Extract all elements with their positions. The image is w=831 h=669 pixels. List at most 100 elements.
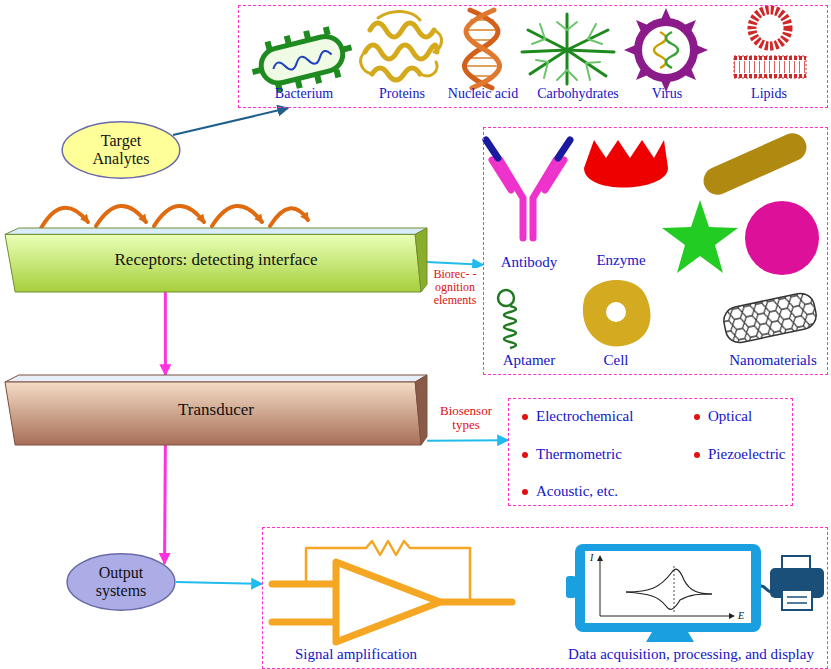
interaction-arcs — [40, 206, 308, 230]
protein-icon-part — [434, 30, 442, 52]
bacterium-icon-part-part — [343, 45, 352, 53]
lipid-icon-part — [734, 56, 806, 60]
computer-display-part — [674, 566, 675, 612]
bacterium-icon-part — [272, 50, 333, 74]
carbohydrate-icon-part-part — [566, 14, 569, 50]
analyte-ellipse: Target Analytes — [61, 120, 181, 180]
nanomaterial-icons-part — [745, 201, 819, 275]
item-label: Optical — [708, 408, 752, 425]
virus-icon-part — [624, 8, 708, 92]
interaction-arcs-part — [270, 208, 308, 226]
text-holder: Receptors: detecting interface — [5, 228, 427, 292]
bacterium-icon-part — [260, 36, 343, 84]
item-label: Enzyme — [596, 252, 645, 269]
carbohydrate-icon-part-part — [528, 30, 567, 50]
text-holder: Target Analytes — [61, 120, 181, 180]
amplifier-symbol — [272, 541, 512, 642]
carbohydrate-icon-part-part — [567, 22, 577, 30]
carbohydrate-icon-part-part — [567, 30, 608, 50]
bullet-dots-part — [522, 489, 528, 495]
output-ellipse: Output systems — [66, 552, 176, 612]
nanomaterial-icons-part — [721, 291, 818, 345]
slab-side — [415, 228, 427, 292]
ellipse-label: Output systems — [86, 564, 156, 601]
computer-display-part — [585, 551, 751, 623]
antibody-icon-part — [492, 160, 511, 190]
amplifier-symbol-part — [336, 562, 440, 642]
carbohydrate-icon-part-part — [540, 24, 545, 39]
printer-icon-part — [787, 596, 807, 598]
computer-display-part — [626, 592, 712, 609]
receptor-layer: Receptors: detecting interface — [5, 228, 427, 292]
cell-icon — [583, 280, 651, 347]
enzyme-icon — [584, 140, 668, 188]
antibody-icon-part — [545, 160, 564, 190]
protein-icon — [361, 11, 442, 80]
item-label: Proteins — [379, 86, 425, 102]
aptamer-icon — [498, 290, 516, 348]
bullet-dots — [522, 414, 700, 495]
lipid-icon-part — [752, 10, 788, 46]
nucleic-acid-icon — [464, 10, 499, 88]
printer-icon-part — [782, 590, 812, 610]
analyte-panel: Bacterium Proteins Nucleic acid Carbohydrat… — [238, 5, 828, 108]
lipid-icon-part — [734, 56, 806, 78]
carbohydrate-icon-part-part — [544, 62, 548, 78]
item-label: Nanomaterials — [729, 352, 816, 369]
item-label: Bacterium — [275, 86, 333, 102]
item-label: Virus — [652, 86, 682, 102]
amplifier-symbol-part — [272, 619, 336, 626]
ellipse-label: Target Analytes — [78, 132, 164, 169]
bacterium-icon-part-part — [314, 75, 322, 84]
slab-front — [5, 234, 421, 292]
bacterium-icon-part-part — [265, 41, 273, 50]
interaction-arcs-part — [96, 206, 146, 226]
computer-display-part — [566, 576, 576, 598]
nucleic-acid-icon-part-part — [471, 57, 493, 59]
item-label: Data acquisition, processing, and displa… — [568, 646, 814, 663]
bacterium-icon-part — [254, 30, 349, 90]
antibody-icon-part — [558, 140, 570, 158]
layer-label: Transducer — [178, 400, 254, 420]
carbohydrate-icon-part — [522, 14, 614, 84]
lipid-icon-part — [734, 61, 806, 67]
virus-icon-part — [654, 32, 666, 68]
nanomaterial-icons-part — [662, 200, 738, 273]
carbohydrate-icon-part — [532, 22, 602, 80]
interaction-arcs-part — [212, 206, 262, 226]
connector-arrow — [164, 292, 167, 375]
carbohydrate-icon-part-part — [557, 22, 567, 30]
printer-icon — [761, 556, 824, 610]
carbohydrate-icon-part-part — [586, 63, 590, 80]
item-label: Piezoelectric — [708, 446, 785, 463]
ellipse-shape — [62, 122, 180, 178]
biosensor-type-panel: ElectrochemicalOpticalThermometricPiezoe… — [508, 398, 793, 506]
computer-display-part — [600, 558, 601, 616]
bacterium-icon-part-part — [303, 30, 311, 39]
edge-label: Biorec- -ognition elements — [428, 268, 482, 308]
item-label: Nucleic acid — [448, 86, 518, 102]
cell-icon-part — [606, 302, 626, 322]
axis-label: E — [738, 610, 744, 621]
item-label: Carbohydrates — [537, 86, 619, 102]
nucleic-acid-icon-part-part — [468, 65, 496, 67]
amplifier-symbol-part — [440, 599, 512, 606]
slab-top — [5, 228, 427, 234]
carbohydrate-icon-part-part — [532, 39, 545, 44]
nanomaterial-icons-part — [699, 129, 811, 199]
computer-display-part — [626, 569, 712, 594]
computer-display-part — [729, 613, 735, 619]
enzyme-icon-part — [584, 140, 668, 188]
computer-display-part — [646, 632, 694, 642]
connector-arrow — [176, 582, 262, 584]
amplifier-symbol-part — [306, 541, 470, 602]
output-panel: Signal amplificationData acquisition, pr… — [262, 527, 828, 669]
item-label: Cell — [604, 352, 629, 369]
bullet-dots-part — [694, 414, 700, 420]
printer-icon-part — [787, 602, 807, 604]
carbohydrate-icon-part-part — [588, 24, 596, 39]
carbohydrate-icon — [522, 14, 614, 84]
computer-display-part — [597, 555, 603, 561]
carbohydrate-icon-part-part — [566, 50, 569, 84]
